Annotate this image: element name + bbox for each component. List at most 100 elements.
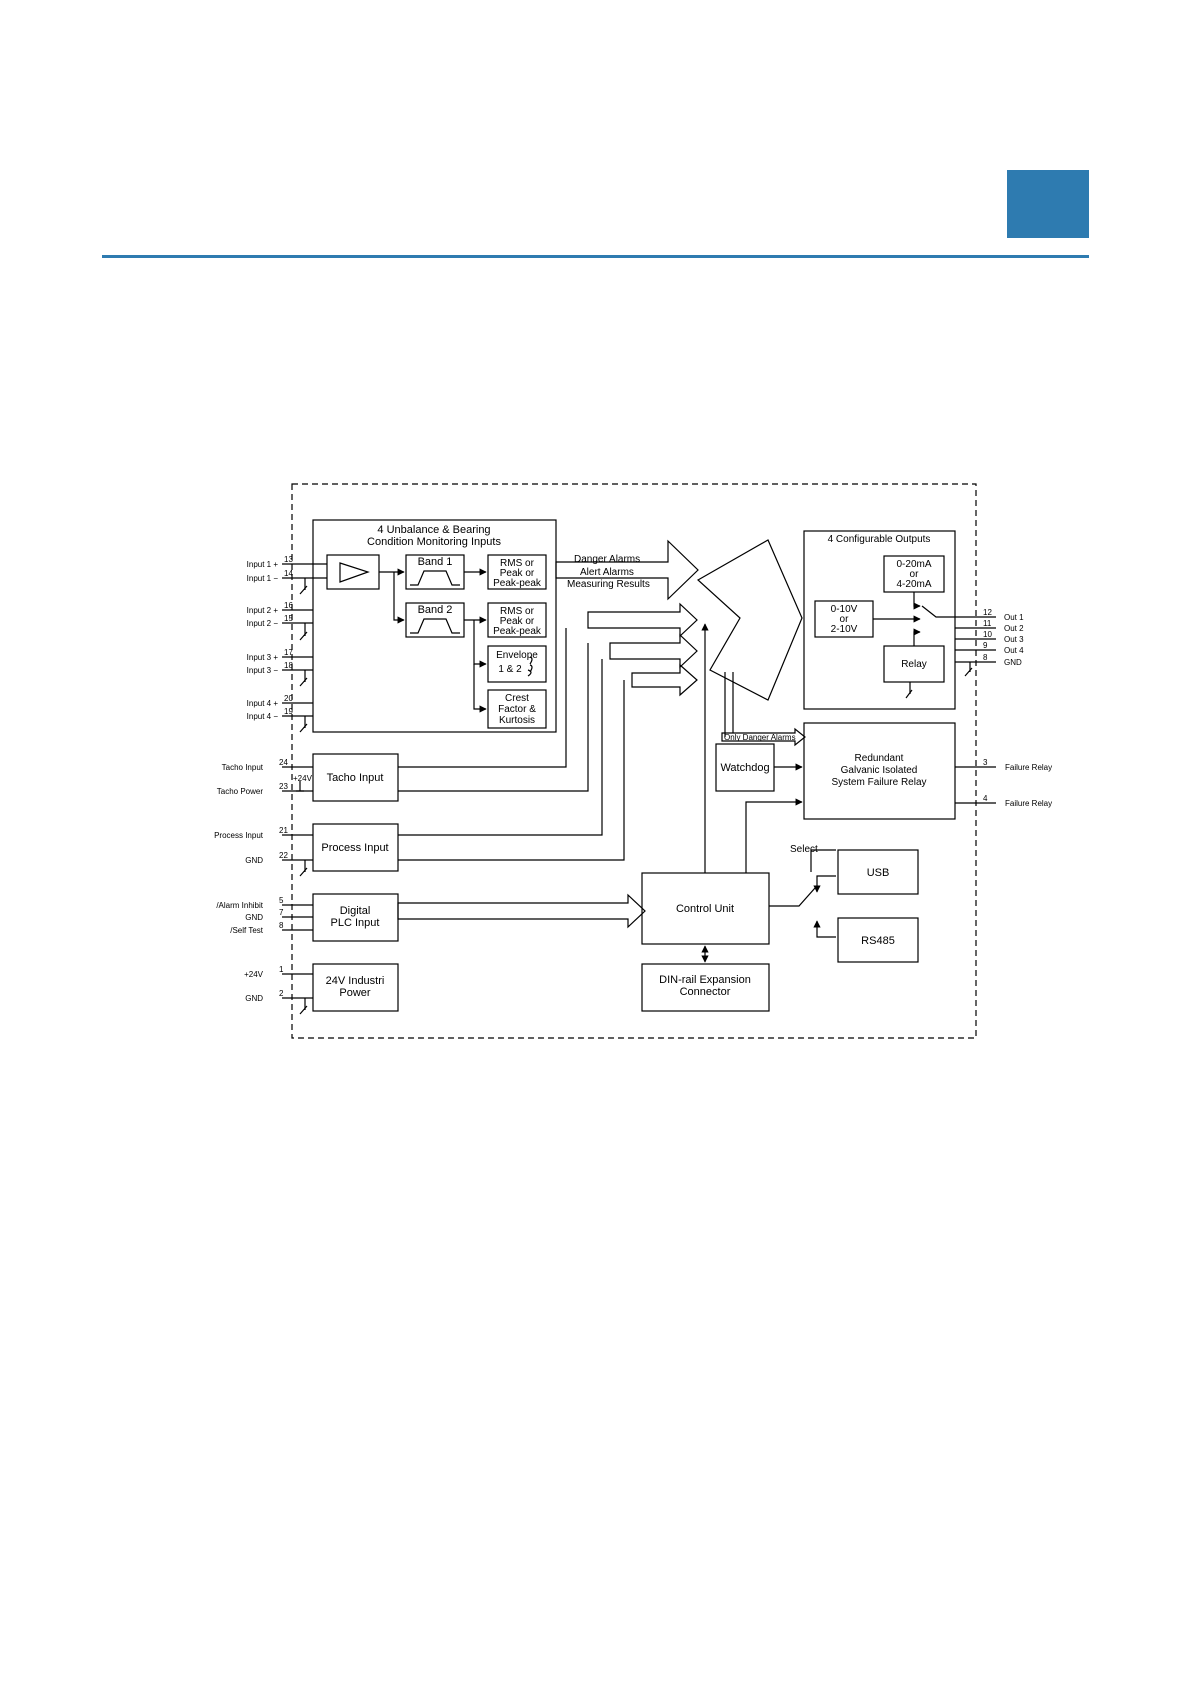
- rms1-line1: RMS or: [500, 558, 535, 569]
- digital-block-line1: Digital: [340, 905, 371, 917]
- voltage-line3: 2-10V: [831, 624, 858, 635]
- input-label: Input 3 −: [247, 666, 279, 675]
- input-pin: 18: [284, 661, 293, 670]
- outputs-block: [803, 530, 956, 710]
- crest-line3: Kurtosis: [499, 715, 535, 726]
- power-block: [312, 963, 399, 1012]
- bandpass-icon-2: [410, 618, 460, 634]
- amplifier-box: [326, 554, 380, 590]
- rms1-box: [487, 554, 547, 590]
- failure-output-label: Failure Relay: [1005, 799, 1052, 808]
- rms2-line2: Peak or: [500, 616, 535, 627]
- envelope-box: [487, 645, 547, 683]
- output-pin: 12: [983, 608, 992, 617]
- only-danger-label: Only Danger Alarms: [724, 733, 796, 742]
- tacho-power-pin: 23: [279, 782, 288, 791]
- input-pin: 15: [284, 614, 293, 623]
- device-boundary: [291, 483, 977, 1039]
- process-block: [312, 823, 399, 872]
- crest-line2: Factor &: [498, 704, 536, 715]
- power-block-line1: 24V Industri: [326, 975, 385, 987]
- tacho-input-pin: 24: [279, 758, 288, 767]
- output-label: Out 4: [1004, 646, 1024, 655]
- rms2-line3: Peak-peak: [493, 626, 542, 637]
- output-pin: 8: [983, 653, 988, 662]
- tacho-arrow-1: [587, 602, 698, 638]
- voltage-line2: or: [840, 614, 850, 625]
- input-label: Input 2 −: [247, 619, 279, 628]
- output-label: Out 3: [1004, 635, 1024, 644]
- relay-label: Relay: [901, 659, 927, 670]
- tacho-block: [312, 753, 399, 802]
- tacho-arrow-2: [609, 633, 698, 669]
- process-arrow: [631, 663, 698, 697]
- digital-pin-number: 8: [279, 921, 284, 930]
- combine-arrow: [696, 539, 803, 701]
- input-label: Input 1 +: [247, 560, 279, 569]
- rms1-line2: Peak or: [500, 568, 535, 579]
- voltage-line1: 0-10V: [831, 604, 858, 615]
- input-pin: 19: [284, 707, 293, 716]
- failure-line1: Redundant: [855, 753, 904, 764]
- process-gnd-pin: 22: [279, 851, 288, 860]
- rms1-line3: Peak-peak: [493, 578, 542, 589]
- output-label: Out 1: [1004, 613, 1024, 622]
- power-pin-label: +24V: [244, 970, 264, 979]
- current-line3: 4-20mA: [896, 579, 931, 590]
- failure-pin: 4: [983, 794, 988, 803]
- digital-pin-label: /Alarm Inhibit: [216, 901, 263, 910]
- input-pin: 16: [284, 601, 293, 610]
- output-pin: 9: [983, 641, 988, 650]
- tacho-supply-label: +24V: [293, 774, 313, 783]
- crest-box: [487, 689, 547, 729]
- input-pin: 13: [284, 555, 293, 564]
- rms2-line1: RMS or: [500, 606, 535, 617]
- digital-pin-label: GND: [245, 913, 263, 922]
- output-pin: 11: [983, 619, 992, 628]
- process-block-label: Process Input: [321, 842, 388, 854]
- input-label: Input 3 +: [247, 653, 279, 662]
- alert-alarms-label: Alert Alarms: [580, 567, 634, 578]
- rs485-label: RS485: [861, 935, 895, 947]
- rms2-box: [487, 602, 547, 638]
- digital-pin-number: 5: [279, 896, 284, 905]
- input-pin: 17: [284, 648, 293, 657]
- power-pin-label: GND: [245, 994, 263, 1003]
- output-label: Out 2: [1004, 624, 1024, 633]
- din-rail-block: [641, 963, 770, 1012]
- usb-label: USB: [867, 867, 890, 879]
- bandpass-icon-1: [410, 570, 460, 586]
- failure-line2: Galvanic Isolated: [841, 765, 918, 776]
- control-unit-label: Control Unit: [676, 903, 734, 915]
- input-pin: 14: [284, 569, 293, 578]
- output-label: GND: [1004, 658, 1022, 667]
- band1-label: Band 1: [418, 556, 453, 568]
- crest-line1: Crest: [505, 693, 529, 704]
- power-pin-number: 1: [279, 965, 284, 974]
- outputs-title: 4 Configurable Outputs: [828, 534, 931, 545]
- envelope-icon: [527, 656, 533, 677]
- din-rail-line1: DIN-rail Expansion: [659, 974, 751, 986]
- failure-relay-block: [803, 722, 956, 820]
- failure-pin: 3: [983, 758, 988, 767]
- amplifier-icon: [339, 562, 370, 583]
- digital-arrow: [397, 893, 646, 929]
- measuring-results-label: Measuring Results: [567, 579, 650, 590]
- input-label: Input 2 +: [247, 606, 279, 615]
- power-block-line2: Power: [339, 987, 371, 999]
- tacho-power-label: Tacho Power: [217, 787, 264, 796]
- select-label: Select: [790, 844, 818, 855]
- failure-output-label: Failure Relay: [1005, 763, 1052, 772]
- din-rail-line2: Connector: [680, 986, 731, 998]
- chapter-tab: [1007, 170, 1089, 238]
- monitor-block: [312, 519, 557, 733]
- current-line2: or: [910, 569, 920, 580]
- rs485-block: [837, 917, 919, 963]
- input-label: Input 4 −: [247, 712, 279, 721]
- power-pin-number: 2: [279, 989, 284, 998]
- input-label: Input 4 +: [247, 699, 279, 708]
- input-pin: 20: [284, 694, 293, 703]
- tacho-input-label: Tacho Input: [222, 763, 264, 772]
- danger-only-arrow: [721, 727, 806, 747]
